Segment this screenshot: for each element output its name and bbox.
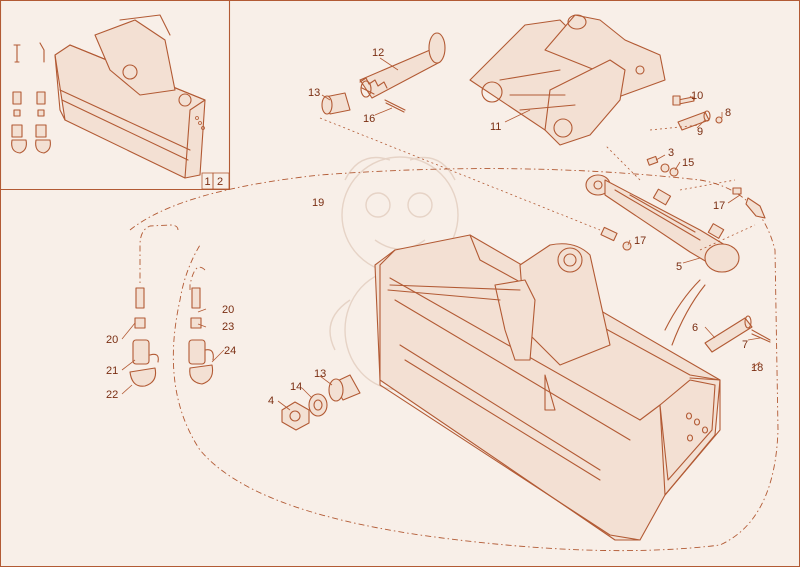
overview-inset [0,0,231,191]
bucket-body [374,234,721,541]
parts-8-9-10-pin-bolt-nut [672,95,723,131]
callout-15: 16 [363,113,375,125]
part-15-cotter-pin [384,99,406,113]
callout-13-top: 13 [308,87,320,99]
callout-23: 23 [222,321,234,333]
callout-20-left: 20 [106,334,118,346]
callout-12: 12 [372,47,384,59]
leader-bushing-path [319,117,601,231]
callout-20-right: 20 [222,304,234,316]
callout-11: 11 [490,121,501,133]
callout-22: 22 [106,389,118,401]
callout-8: 8 [725,107,731,119]
callout-9: 9 [697,126,703,138]
callout-numbers: 12 13 16 11 10 8 9 3 15 17 17 5 6 7 18 1… [106,47,763,407]
callout-16: 15 [682,157,694,169]
enclosure-outline [129,168,779,552]
callout-3: 3 [668,147,674,159]
part-5-hydraulic-cylinder [585,174,740,273]
view-label-2: 2 [217,176,223,188]
callout-14: 14 [290,381,302,393]
parts-3-16-grease-fitting [646,155,679,177]
parts-20-24-hydraulic-fittings [129,287,214,387]
callout-4: 4 [268,395,274,407]
callout-18: 18 [751,362,763,374]
callout-13-bottom: 13 [314,368,326,380]
part-13-bushing-top [321,92,351,115]
callout-leaders [121,57,761,411]
callout-5: 5 [676,261,682,273]
view-label-1: 1 [205,176,211,188]
callout-24: 24 [224,345,236,357]
callout-10: 10 [691,90,703,102]
callout-21: 21 [106,365,118,377]
callout-6: 6 [692,322,698,334]
part-12-pin [359,32,446,99]
callout-7: 7 [742,339,748,351]
callout-19: 19 [312,197,324,209]
part-17-fittings [600,187,766,251]
part-11-quick-coupler [469,14,666,146]
callout-17-left: 17 [634,235,646,247]
callout-17-right: 17 [713,200,725,212]
parts-6-7-pin-cotter [704,315,771,353]
